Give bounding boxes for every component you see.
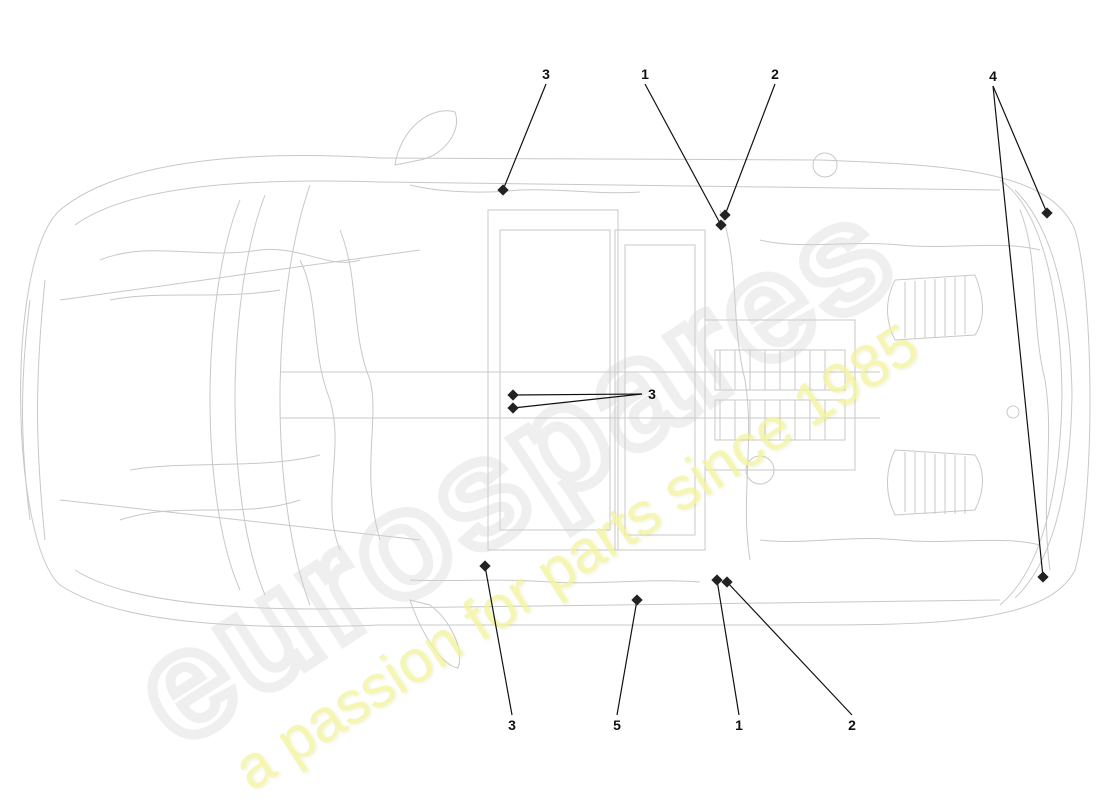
car-body-outline [20, 155, 1091, 628]
leader-line [502, 83, 547, 191]
callout-label-1[interactable]: 1 [641, 66, 649, 82]
leader-line [716, 579, 740, 716]
part-marker-icon[interactable] [711, 574, 723, 586]
part-marker-icon[interactable] [1037, 571, 1049, 583]
leader-line [992, 85, 1048, 214]
upper-radiator [887, 274, 983, 341]
callout-label-2[interactable]: 2 [848, 717, 856, 733]
part-marker-icon[interactable] [507, 389, 519, 401]
leader-line [726, 581, 853, 716]
part-marker-icon[interactable] [507, 402, 519, 414]
part-marker-icon[interactable] [721, 576, 733, 588]
part-marker-icon[interactable] [1041, 207, 1053, 219]
leader-line [512, 393, 643, 409]
left-mirror-outline [394, 110, 457, 166]
leader-line [616, 599, 638, 716]
right-mirror-outline [409, 599, 461, 669]
callout-label-5[interactable]: 5 [613, 717, 621, 733]
leader-line [724, 83, 776, 216]
callout-label-3[interactable]: 3 [542, 66, 550, 82]
part-marker-icon[interactable] [719, 209, 731, 221]
part-marker-icon[interactable] [715, 219, 727, 231]
leader-line [992, 85, 1044, 578]
part-marker-icon[interactable] [631, 594, 643, 606]
callout-label-2[interactable]: 2 [771, 66, 779, 82]
leader-line [644, 83, 722, 226]
part-marker-icon[interactable] [497, 184, 509, 196]
callout-label-1[interactable]: 1 [735, 717, 743, 733]
callout-label-4[interactable]: 4 [989, 68, 997, 84]
callout-label-3[interactable]: 3 [508, 717, 516, 733]
leader-line [512, 393, 643, 396]
part-marker-icon[interactable] [479, 560, 491, 572]
callout-label-3[interactable]: 3 [648, 386, 656, 402]
leader-line [484, 565, 513, 716]
